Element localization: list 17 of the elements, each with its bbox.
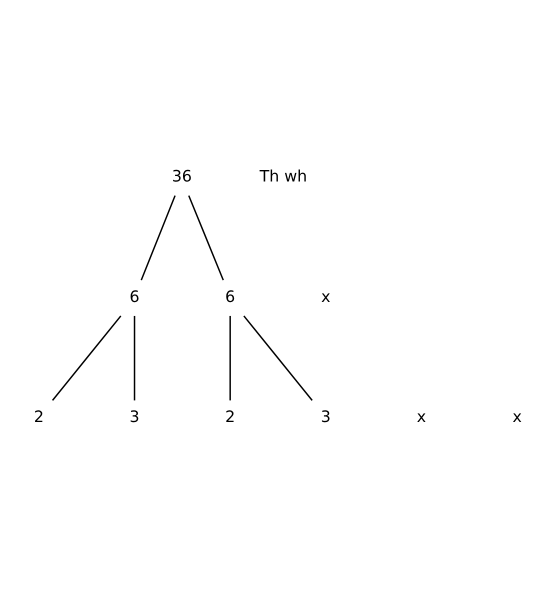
node-text: 36 (172, 166, 192, 185)
node-text: 6 (130, 286, 140, 306)
label: x (416, 406, 426, 426)
label: x (512, 406, 522, 426)
connector (243, 314, 313, 400)
node-text: 2 (34, 406, 44, 426)
node-text: 3 (130, 406, 140, 426)
node-text: 6 (225, 286, 236, 306)
connector (52, 314, 122, 400)
node-text: 2 (225, 406, 236, 426)
label: x (321, 286, 330, 306)
connector (134, 315, 136, 400)
connector (229, 315, 231, 400)
node-text: 3 (320, 406, 331, 426)
label: Th wh (260, 166, 308, 185)
connector (140, 194, 176, 280)
connector (188, 194, 224, 280)
